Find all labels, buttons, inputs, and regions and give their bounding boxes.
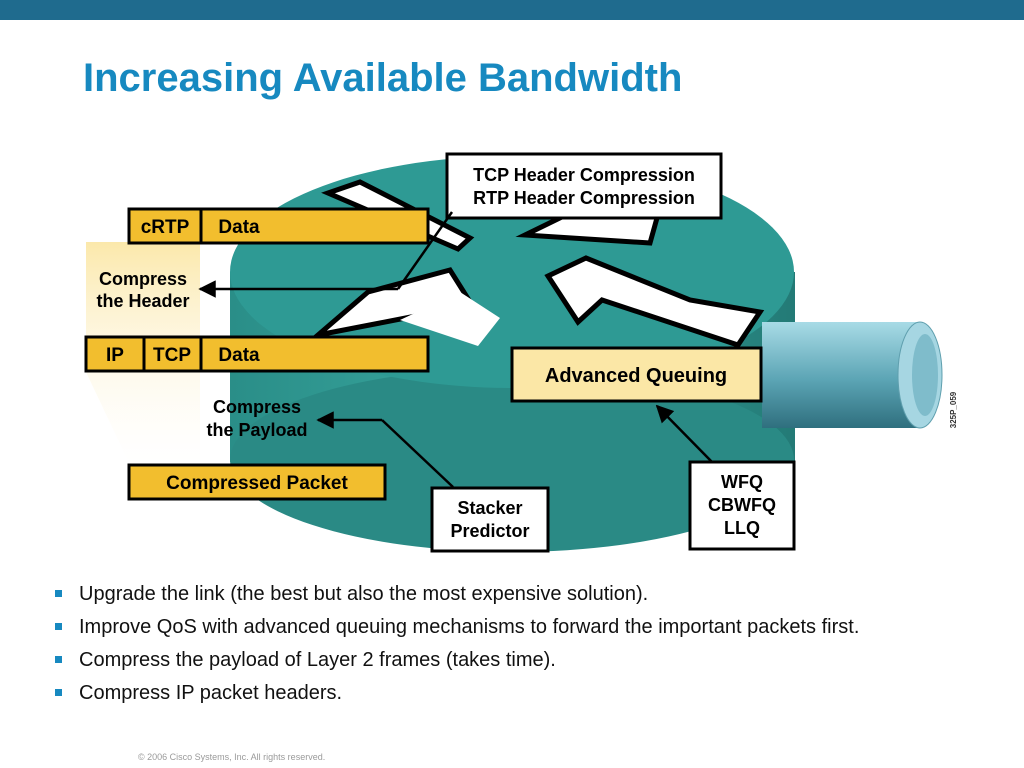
ip-field: IP <box>106 345 124 366</box>
bullet-item: Upgrade the link (the best but also the … <box>52 578 859 611</box>
bullet-square-icon <box>55 656 62 663</box>
bullet-list: Upgrade the link (the best but also the … <box>52 578 859 710</box>
slide-title: Increasing Available Bandwidth <box>83 56 683 100</box>
stacker-text: Stacker <box>457 498 522 518</box>
compress-header-line1: Compress <box>99 269 187 289</box>
router-arrow-right <box>544 255 765 348</box>
tcp-field: TCP <box>153 345 191 366</box>
bullet-item: Improve QoS with advanced queuing mechan… <box>52 611 859 644</box>
header-connector-line <box>396 211 454 290</box>
compress-payload-line2: the Payload <box>206 420 307 440</box>
payload-algorithms-box: Stacker Predictor <box>430 486 550 553</box>
figure-id: 325P_059 <box>949 391 958 428</box>
crtp-packet: cRTP Data <box>127 207 430 245</box>
tcp-header-compression-text: TCP Header Compression <box>473 165 695 185</box>
bullet-text: Compress IP packet headers. <box>79 682 343 704</box>
advanced-queuing-label: Advanced Queuing <box>545 365 727 387</box>
router-arrow-left <box>309 267 477 340</box>
queuing-arrow <box>655 404 713 463</box>
queuing-methods-box: WFQ CBWFQ LLQ <box>688 460 796 551</box>
compress-payload-line1: Compress <box>213 397 301 417</box>
compressed-packet-label: Compressed Packet <box>166 473 348 494</box>
header-compression-box: TCP Header Compression RTP Header Compre… <box>445 152 723 220</box>
rtp-header-compression-text: RTP Header Compression <box>473 188 695 208</box>
copyright-footer: © 2006 Cisco Systems, Inc. All rights re… <box>138 752 326 762</box>
compressed-packet: Compressed Packet <box>127 463 387 501</box>
wfq-text: WFQ <box>721 472 763 492</box>
bullet-text: Compress the payload of Layer 2 frames (… <box>79 649 556 671</box>
bullet-square-icon <box>55 590 62 597</box>
predictor-text: Predictor <box>450 521 529 541</box>
advanced-queuing-box: Advanced Queuing <box>510 346 763 403</box>
router-arrow-center <box>400 292 500 346</box>
ip-tcp-packet: IP TCP Data <box>84 335 430 373</box>
compress-header-line2: the Header <box>96 291 189 311</box>
crtp-data-field: Data <box>218 217 260 238</box>
payload-connector-line <box>381 419 454 488</box>
top-bar <box>0 0 1024 20</box>
bullet-text: Upgrade the link (the best but also the … <box>79 583 649 605</box>
llq-text: LLQ <box>724 518 760 538</box>
ip-data-field: Data <box>218 345 260 366</box>
crtp-field: cRTP <box>141 217 190 238</box>
cbwfq-text: CBWFQ <box>708 495 776 515</box>
router-bottom <box>230 368 794 552</box>
bullet-item: Compress the payload of Layer 2 frames (… <box>52 644 859 677</box>
bullet-item: Compress IP packet headers. <box>52 677 859 710</box>
bullet-square-icon <box>55 689 62 696</box>
wan-link-tube <box>762 321 943 429</box>
bullet-text: Improve QoS with advanced queuing mechan… <box>79 616 860 638</box>
bullet-square-icon <box>55 623 62 630</box>
